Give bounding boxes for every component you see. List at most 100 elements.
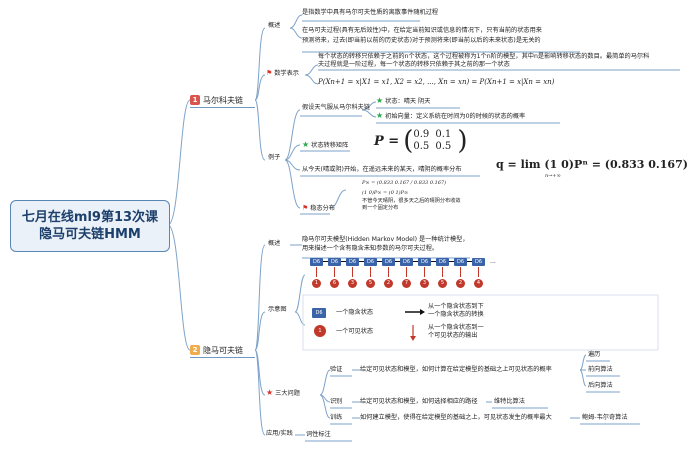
limit-subscript: n→+∞	[545, 173, 561, 179]
chain-ellipsis: ...	[490, 258, 496, 265]
branch-label: 隐马可夫链	[203, 345, 243, 355]
stationary-note-1: 不管今天晴阴，很多天之后的晴阴分布收敛	[362, 198, 461, 204]
stationary-pinf: P∞ = (0.833 0.167 / 0.833 0.167)	[362, 180, 447, 186]
transition-arrow	[395, 261, 400, 262]
training-text: 如何建立模型，使得在给定模型的基础之上，可见状态发生的概率最大	[360, 414, 552, 421]
matrix-cell: 0.5	[413, 141, 430, 152]
hidden-state-box: D6	[400, 258, 413, 266]
transition-arrow	[467, 261, 472, 262]
long-run-question: 从今天(晴或阴)开始，在遥远未来的某天，晴阴的概率分布	[302, 166, 462, 173]
problems-node[interactable]: ★ 三大问题	[266, 388, 300, 398]
visible-state-circle: 2	[456, 279, 465, 288]
visible-state-circle: 7	[402, 279, 411, 288]
example-node[interactable]: 例子	[268, 154, 281, 161]
emission-arrow	[406, 267, 407, 277]
math-text-2: 夫过程就是一阶过程，每一个状态的转移只依赖于其之前的那一个状态	[318, 61, 510, 68]
emission-arrow	[352, 267, 353, 277]
hmm-overview-node[interactable]: 概述	[268, 240, 281, 247]
problems-label: 三大问题	[275, 390, 300, 397]
stationary-note-2: 到一个固定分布	[362, 205, 399, 211]
weather-assumption: 假设天气服从马尔科夫链	[302, 104, 371, 111]
stationary-eq: (1 0)P∞ = (0 1)P∞	[362, 190, 409, 196]
transition-arrow	[431, 261, 436, 262]
hidden-state-box: D6	[346, 258, 359, 266]
star-icon: ★	[302, 140, 310, 149]
math-text-1: 每个状态的转移只依赖于之前的n个状态，这个过程被称为1个n阶的模型，其中n是影响…	[318, 53, 650, 60]
eval-algorithm-traverse[interactable]: 遍历	[588, 351, 601, 358]
transition-matrix-node: ★ 状态转移矩阵	[302, 140, 349, 150]
hidden-state-box: D6	[328, 258, 341, 266]
math-node[interactable]: ⚑ 数学表示	[266, 69, 299, 78]
hidden-state-legend-icon: D6	[312, 308, 326, 318]
diagram-node[interactable]: 示意图	[268, 306, 287, 313]
visible-state-circle: 1	[312, 279, 321, 288]
branch-hidden-markov[interactable]: 2 隐马可夫链	[190, 343, 255, 358]
overview-text-a: 在马可夫过程(具有无后效性)中，在给定当前知识或信息的情况下，只有当前的状态用来	[302, 27, 542, 34]
visible-state-circle: 3	[348, 279, 357, 288]
emission-arrow	[442, 267, 443, 277]
emission-arrow	[424, 267, 425, 277]
overview-text-b: 预测将来，过去(即当前以前的历史状态)对于预测将来(即当前以后的未来状态)是无关…	[302, 37, 541, 44]
eval-algorithm-backward[interactable]: 后向算法	[588, 382, 613, 389]
overview-node[interactable]: 概述	[268, 22, 281, 29]
root-title-line2: 隐马可夫链HMM	[39, 227, 141, 242]
transition-arrow	[341, 261, 346, 262]
eval-algorithm-forward[interactable]: 前向算法	[588, 366, 613, 373]
hidden-state-box: D6	[454, 258, 467, 266]
hidden-state-box: D6	[310, 258, 323, 266]
transition-arrow	[359, 261, 364, 262]
application-text: 词性标注	[306, 431, 331, 438]
hidden-state-legend-label: 一个隐含状态	[336, 309, 374, 316]
state-node: ★ 状态：晴天 阴天	[376, 96, 431, 106]
visible-state-legend-icon: 1	[314, 325, 326, 337]
branch-label: 马尔科夫链	[203, 95, 243, 105]
overview-definition: 是指数学中具有马尔可夫性质的离散事件随机过程	[302, 9, 439, 16]
recognition-text: 给定可见状态和模型，如何选择相应的路径	[360, 398, 478, 405]
hidden-state-box: D6	[436, 258, 449, 266]
visible-state-circle: 4	[474, 279, 483, 288]
evaluation-text: 给定可见状态和模型，如何计算在给定模型的基础之上可见状态的概率	[360, 366, 552, 373]
hidden-state-box: D6	[364, 258, 377, 266]
emission-arrow	[316, 267, 317, 277]
emission-arrow	[388, 267, 389, 277]
matrix-cell: 0.9	[413, 129, 430, 140]
evaluation-node[interactable]: 验证	[330, 366, 343, 373]
visible-state-legend-label: 一个可见状态	[336, 328, 374, 335]
emission-arrow	[460, 267, 461, 277]
visible-state-desc-2: 个可见状态的输出	[428, 332, 478, 339]
math-label: 数学表示	[274, 70, 299, 77]
flag-icon: ⚑	[302, 204, 309, 212]
math-formula: P(Xn+1 = x|X1 = x1, X2 = x2, ..., Xn = x…	[318, 78, 555, 86]
hidden-state-desc-1: 从一个隐含状态到下	[428, 303, 484, 310]
root-title-line1: 七月在线ml9第13次课	[21, 210, 159, 225]
visible-state-circle: 2	[384, 279, 393, 288]
root-topic[interactable]: 七月在线ml9第13次课 隐马可夫链HMM	[10, 200, 170, 252]
baum-welch-algorithm[interactable]: 鲍姆-韦尔奇算法	[582, 414, 628, 421]
priority-1-icon: 1	[190, 95, 200, 105]
viterbi-algorithm[interactable]: 维特比算法	[494, 398, 525, 405]
init-vector-text: 初始向量：定义系统在时间为0的时候的状态的概率	[385, 113, 526, 120]
branch-markov-chain[interactable]: 1 马尔科夫链	[190, 93, 255, 108]
priority-2-icon: 2	[190, 345, 200, 355]
hidden-state-desc-2: 一个隐含状态的转换	[428, 311, 484, 318]
training-node[interactable]: 训练	[330, 414, 343, 421]
emission-arrow	[478, 267, 479, 277]
stationary-label: 稳态分布	[310, 205, 335, 212]
state-text: 状态：晴天 阴天	[385, 98, 431, 105]
limit-formula: q = lim (1 0)Pⁿ = (0.833 0.167)	[496, 158, 688, 171]
application-node[interactable]: 应用/实践	[266, 430, 293, 437]
hmm-overview-text-2: 用来描述一个含有隐含未知参数的马尔可夫过程。	[302, 245, 439, 252]
transition-arrow	[323, 261, 328, 262]
recognition-node[interactable]: 识别	[330, 398, 343, 405]
visible-state-desc-1: 从一个隐含状态到一	[428, 324, 484, 331]
visible-state-circle: 5	[366, 279, 375, 288]
matrix-lhs: P =	[374, 133, 400, 149]
transition-arrow	[449, 261, 454, 262]
transition-matrix: P = ( 0.9 0.1 0.5 0.5 )	[374, 126, 468, 156]
transition-arrow	[413, 261, 418, 262]
transition-matrix-label: 状态转移矩阵	[311, 142, 349, 149]
star-icon: ★	[266, 388, 274, 397]
hmm-overview-text-1: 隐马尔可夫模型(Hidden Markov Model) 是一种统计模型，	[302, 236, 469, 243]
matrix-cell: 0.5	[435, 141, 452, 152]
